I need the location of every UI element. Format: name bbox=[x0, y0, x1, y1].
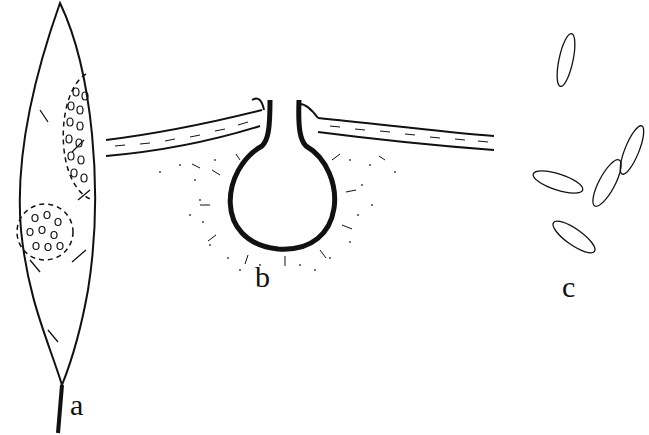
leaf-drawing bbox=[17, 3, 95, 433]
spores bbox=[531, 32, 648, 258]
figure-letter: c bbox=[562, 272, 575, 302]
figure-letter: a bbox=[70, 390, 83, 420]
figure-letter: b bbox=[255, 262, 270, 292]
pycnidium-section bbox=[106, 98, 494, 270]
